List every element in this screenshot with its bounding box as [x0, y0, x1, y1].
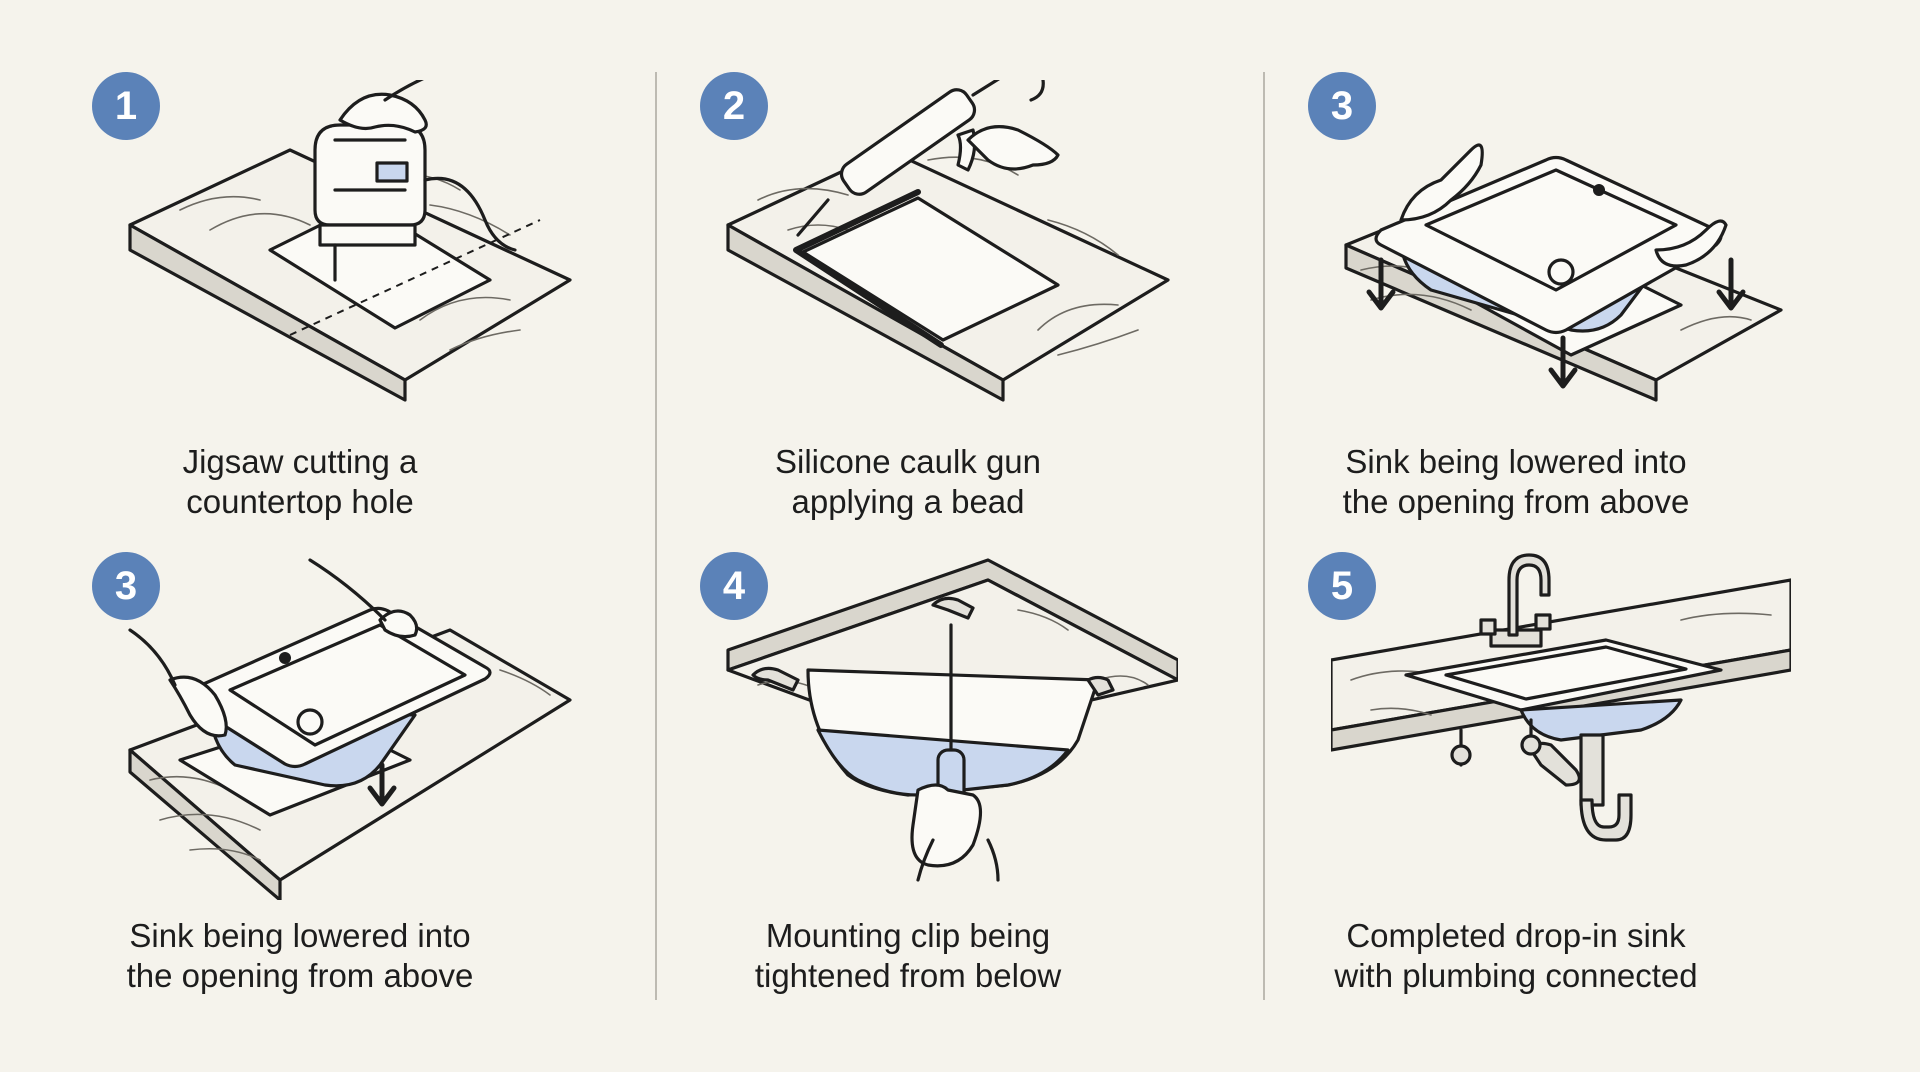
- step-caption: Completed drop-in sink with plumbing con…: [1216, 916, 1816, 996]
- step-1-panel: 1 Jigsaw cutting a countertop hole: [0, 0, 600, 470]
- completed-sink-illustration: [1331, 550, 1791, 900]
- sink-lowering-illustration: [1331, 80, 1791, 430]
- caption-line: Completed drop-in sink: [1216, 916, 1816, 956]
- step-3-panel-top: 3 Sink being lowe: [1216, 0, 1816, 470]
- step-4-panel: 4 Mounting clip bei: [608, 480, 1208, 950]
- caption-line: Jigsaw cutting a: [0, 442, 600, 482]
- hand-icon: [968, 127, 1058, 169]
- jigsaw-cutting-illustration: [120, 80, 580, 430]
- hand-icon: [340, 94, 426, 132]
- step-5-panel: 5: [1216, 480, 1816, 950]
- caption-line: Silicone caulk gun: [608, 442, 1208, 482]
- caption-line: Mounting clip being: [608, 916, 1208, 956]
- caption-line: tightened from below: [608, 956, 1208, 996]
- sink-lowering-illustration: [120, 550, 580, 900]
- step-caption: Sink being lowered into the opening from…: [0, 916, 600, 996]
- caption-line: with plumbing connected: [1216, 956, 1816, 996]
- mounting-clip-illustration: [718, 550, 1178, 900]
- caption-line: Sink being lowered into: [1216, 442, 1816, 482]
- step-caption: Mounting clip being tightened from below: [608, 916, 1208, 996]
- p-trap-pipe-icon: [1531, 735, 1631, 840]
- caulk-gun-illustration: [718, 80, 1178, 430]
- step-2-panel: 2 Silicone caulk gun applying a bead: [608, 0, 1208, 470]
- caption-line: Sink being lowered into: [0, 916, 600, 956]
- caption-line: the opening from above: [0, 956, 600, 996]
- faucet-icon: [1481, 555, 1550, 646]
- step-3-panel-bottom: 3 Sink being lowered into the opening: [0, 480, 600, 950]
- hand-icon: [912, 785, 981, 866]
